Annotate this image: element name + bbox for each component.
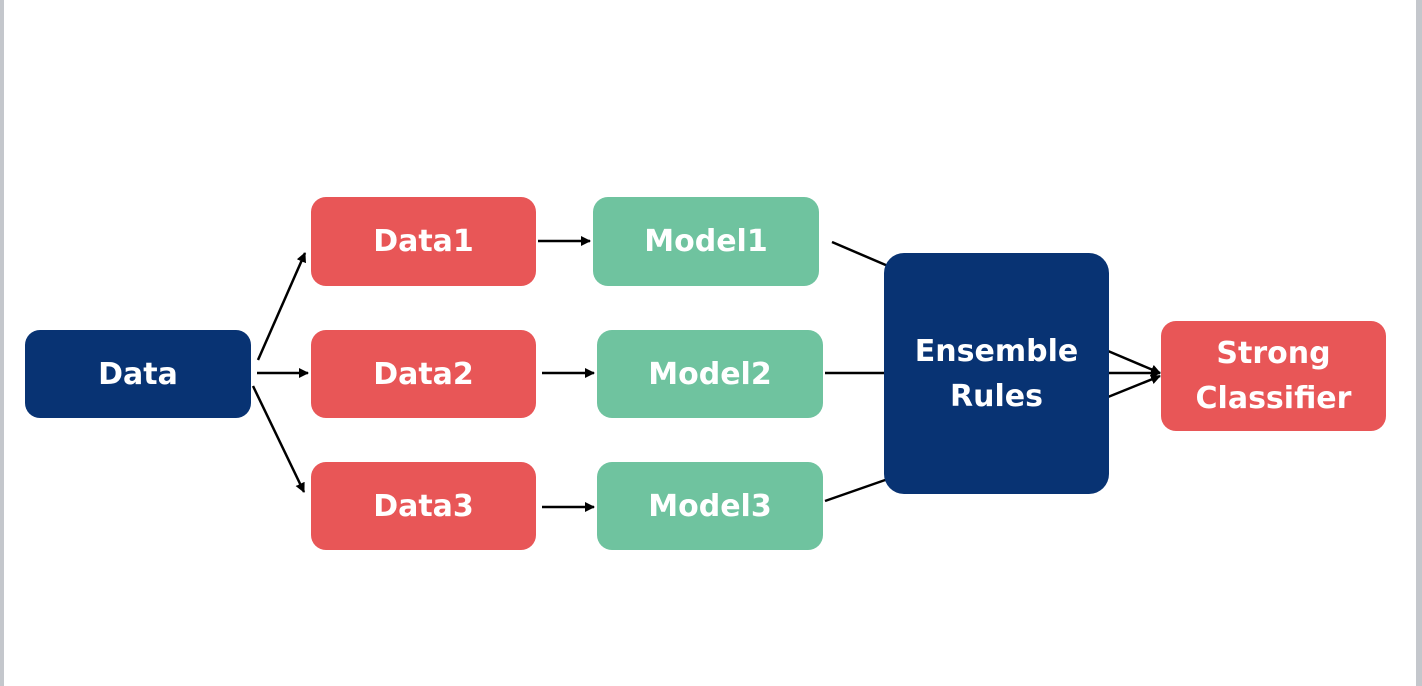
node-data2-label: Data2: [373, 356, 474, 392]
node-data3-label: Data3: [373, 488, 474, 524]
arrow-data-to-data3: [251, 385, 306, 493]
node-model3: Model3: [597, 462, 823, 550]
node-strong-classifier: Strong Classifier: [1161, 321, 1386, 431]
node-data3: Data3: [311, 462, 536, 550]
node-model1-label: Model1: [644, 224, 768, 259]
left-window-edge: [0, 0, 4, 686]
node-model1: Model1: [593, 197, 819, 286]
node-ensemble-rules-label: Ensemble Rules: [914, 333, 1079, 414]
node-data1-label: Data1: [373, 224, 474, 259]
line-model1-to-ensemble: [831, 240, 889, 268]
node-data: Data: [25, 330, 251, 418]
node-data1: Data1: [311, 197, 536, 286]
arrow-ensemble-to-strong-lower: [1107, 374, 1161, 399]
arrow-data-to-data1: [256, 252, 307, 361]
node-model2: Model2: [597, 330, 823, 418]
node-ensemble-rules: Ensemble Rules: [884, 253, 1109, 494]
line-model3-to-ensemble: [824, 477, 889, 503]
node-strong-classifier-label: Strong Classifier: [1195, 336, 1352, 416]
node-model2-label: Model2: [648, 356, 772, 392]
arrow-ensemble-to-strong-upper: [1107, 349, 1161, 375]
right-window-edge: [1416, 0, 1422, 686]
node-data-label: Data: [98, 356, 178, 392]
node-model3-label: Model3: [648, 488, 772, 524]
node-data2: Data2: [311, 330, 536, 418]
